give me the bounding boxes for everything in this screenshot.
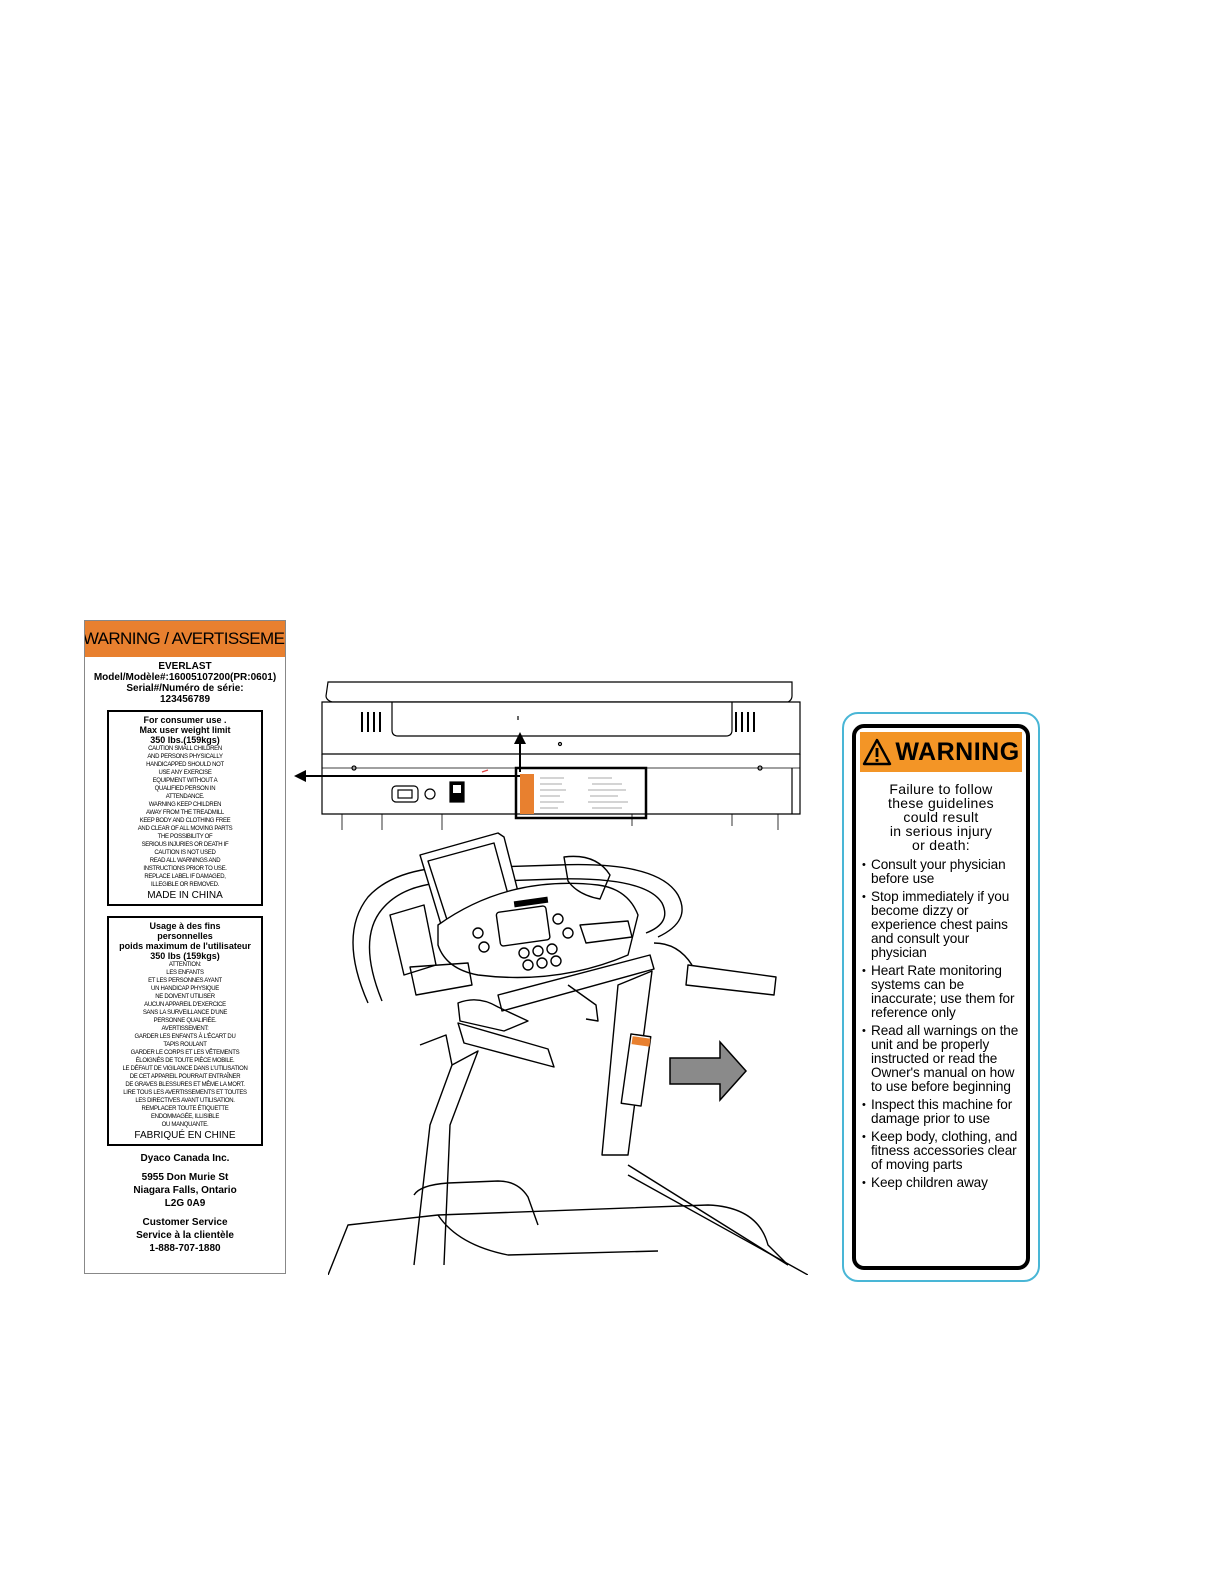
- fine-print-line: LES DIRECTIVES AVANT UTILISATION.: [135, 1098, 235, 1104]
- model-number: Model/Modèle#:16005107200(PR:0601): [93, 672, 277, 683]
- treadmill-rear-view-drawing: [294, 681, 801, 830]
- french-warning-box: Usage à des fins personnelles poids maxi…: [107, 916, 263, 1146]
- fine-print-line: DE GRAVES BLESSURES ET MÊME LA MORT.: [125, 1082, 245, 1088]
- fine-print-line: AVERTISSEMENT:: [161, 1026, 209, 1032]
- customer-service-fr: Service à la clientèle: [136, 1230, 234, 1241]
- model-info: EVERLAST Model/Modèle#:16005107200(PR:06…: [85, 661, 285, 705]
- fine-print-line: CAUTION IS NOT USED: [154, 850, 216, 856]
- fine-print-line: GARDER LES ENFANTS À L'ÉCART DU: [134, 1034, 236, 1040]
- fine-print-line: AWAY FROM THE TREADMILL: [146, 810, 224, 816]
- made-in-french: FABRIQUÉ EN CHINE: [134, 1130, 236, 1141]
- english-fine-print: CAUTION SMALL CHILDREN AND PERSONS PHYSIC…: [111, 745, 259, 889]
- fine-print-line: LES ENFANTS: [166, 970, 204, 976]
- fine-print-line: NE DOIVENT UTILISER: [155, 994, 215, 1000]
- fine-print-line: HANDICAPPED SHOULD NOT: [146, 762, 224, 768]
- fine-print-line: ILLEGIBLE OR REMOVED.: [150, 882, 220, 888]
- french-line-3: poids maximum de l'utilisateur: [119, 941, 251, 951]
- customer-service-en: Customer Service: [142, 1217, 228, 1228]
- fine-print-line: USE ANY EXERCISE: [158, 770, 212, 776]
- fine-print-line: EQUIPMENT WITHOUT A: [152, 778, 218, 784]
- warning-item: Keep children away: [862, 1176, 1022, 1191]
- fine-print-line: PERSONNE QUALIFIÉE.: [153, 1018, 217, 1024]
- english-line-2: Max user weight limit: [139, 725, 231, 735]
- warning-triangle-icon: [863, 738, 892, 766]
- warning-item: Consult your physician before use: [862, 858, 1022, 886]
- fine-print-line: CAUTION SMALL CHILDREN: [148, 746, 222, 752]
- fine-print-line: DE CET APPAREIL POURRAIT ENTRAÎNER: [129, 1074, 241, 1080]
- fine-print-line: UN HANDICAP PHYSIQUE: [151, 986, 219, 992]
- fine-print-line: LE DÉFAUT DE VIGILANCE DANS L'UTILISATIO…: [122, 1066, 248, 1072]
- fine-print-line: ATTENDANCE.: [165, 794, 205, 800]
- serial-number: 123456789: [159, 694, 211, 705]
- warning-list: Consult your physician before useStop im…: [856, 858, 1026, 1191]
- fine-print-line: SERIOUS INJURIES OR DEATH IF: [141, 842, 229, 848]
- fine-print-line: OU MANQUANTE.: [161, 1122, 209, 1128]
- serial-label-header-text: WARNING / AVERTISSEMENT: [85, 629, 285, 648]
- fine-print-line: LIRE TOUS LES AVERTISSEMENTS ET TOUTES: [123, 1090, 247, 1096]
- warning-banner: WARNING: [860, 732, 1022, 772]
- english-warning-box: For consumer use . Max user weight limit…: [107, 710, 263, 906]
- fine-print-line: REMPLACER TOUTE ÉTIQUETTE: [141, 1106, 229, 1112]
- intro-line: in serious injury: [889, 823, 993, 839]
- fine-print-line: GARDER LE CORPS ET LES VÊTEMENTS: [130, 1050, 240, 1056]
- treadmill-drawing: [328, 832, 808, 1275]
- phone-number: 1-888-707-1880: [149, 1243, 221, 1254]
- warning-item: Heart Rate monitoring systems can be ina…: [862, 964, 1022, 1020]
- pointer-arrow-icon: [669, 1040, 748, 1102]
- intro-line: or death:: [912, 837, 970, 853]
- postal-code: L2G 0A9: [164, 1198, 206, 1209]
- warning-title: WARNING: [895, 737, 1020, 766]
- english-line-3: 350 lbs.(159kgs): [150, 735, 220, 745]
- fine-print-line: READ ALL WARNINGS AND: [149, 858, 221, 864]
- fine-print-line: AUCUN APPAREIL D'EXERCICE: [144, 1002, 226, 1008]
- fine-print-line: REPLACE LABEL IF DAMAGED,: [144, 874, 226, 880]
- address-line-1: 5955 Don Murie St: [141, 1172, 229, 1183]
- warning-item: Keep body, clothing, and fitness accesso…: [862, 1130, 1022, 1172]
- fine-print-line: INSTRUCTIONS PRIOR TO USE.: [143, 866, 227, 872]
- french-line-4: 350 lbs (159kgs): [150, 951, 220, 961]
- company-info: Dyaco Canada Inc. 5955 Don Murie St Niag…: [85, 1152, 285, 1255]
- fine-print-line: ÉLOIGNÉS DE TOUTE PIÈCE MOBILE.: [135, 1058, 235, 1064]
- fine-print-line: ENDOMMAGÉE, ILLISIBLE: [150, 1114, 220, 1120]
- address-line-2: Niagara Falls, Ontario: [133, 1185, 237, 1196]
- french-line-1: Usage à des fins: [149, 921, 221, 931]
- intro-line: Failure to follow: [889, 781, 993, 797]
- brand-name: EVERLAST: [158, 661, 212, 672]
- serial-label-header: ⚠ WARNING / AVERTISSEMENT: [85, 621, 285, 657]
- french-line-2: personnelles: [157, 931, 213, 941]
- fine-print-line: KEEP BODY AND CLOTHING FREE: [139, 818, 231, 824]
- serial-caption: Serial#/Numéro de série:: [126, 683, 244, 694]
- warning-item: Inspect this machine for damage prior to…: [862, 1098, 1022, 1126]
- warning-item: Read all warnings on the unit and be pro…: [862, 1024, 1022, 1094]
- made-in-english: MADE IN CHINA: [147, 890, 223, 901]
- english-line-1: For consumer use .: [143, 715, 227, 725]
- fine-print-line: WARNING KEEP CHILDREN: [148, 802, 222, 808]
- french-fine-print: ATTENTION: LES ENFANTS ET LES PERSONNES AY…: [111, 961, 259, 1129]
- company-name: Dyaco Canada Inc.: [140, 1153, 230, 1164]
- fine-print-line: ET LES PERSONNES AYANT: [148, 978, 222, 984]
- intro-line: these guidelines: [888, 795, 994, 811]
- fine-print-line: THE POSSIBILITY OF: [157, 834, 213, 840]
- warning-item: Stop immediately if you become dizzy or …: [862, 890, 1022, 960]
- fine-print-line: QUALIFIED PERSON IN: [154, 786, 216, 792]
- intro-line: could result: [903, 809, 979, 825]
- fine-print-line: TAPIS ROULANT: [163, 1042, 207, 1048]
- fine-print-line: AND CLEAR OF ALL MOVING PARTS: [137, 826, 233, 832]
- serial-number-label: ⚠ WARNING / AVERTISSEMENT EVERLAST Model…: [84, 620, 286, 1274]
- fine-print-line: AND PERSONS PHYSICALLY: [147, 754, 223, 760]
- fine-print-line: SANS LA SURVEILLANCE D'UNE: [142, 1010, 228, 1016]
- fine-print-line: ATTENTION:: [168, 962, 202, 968]
